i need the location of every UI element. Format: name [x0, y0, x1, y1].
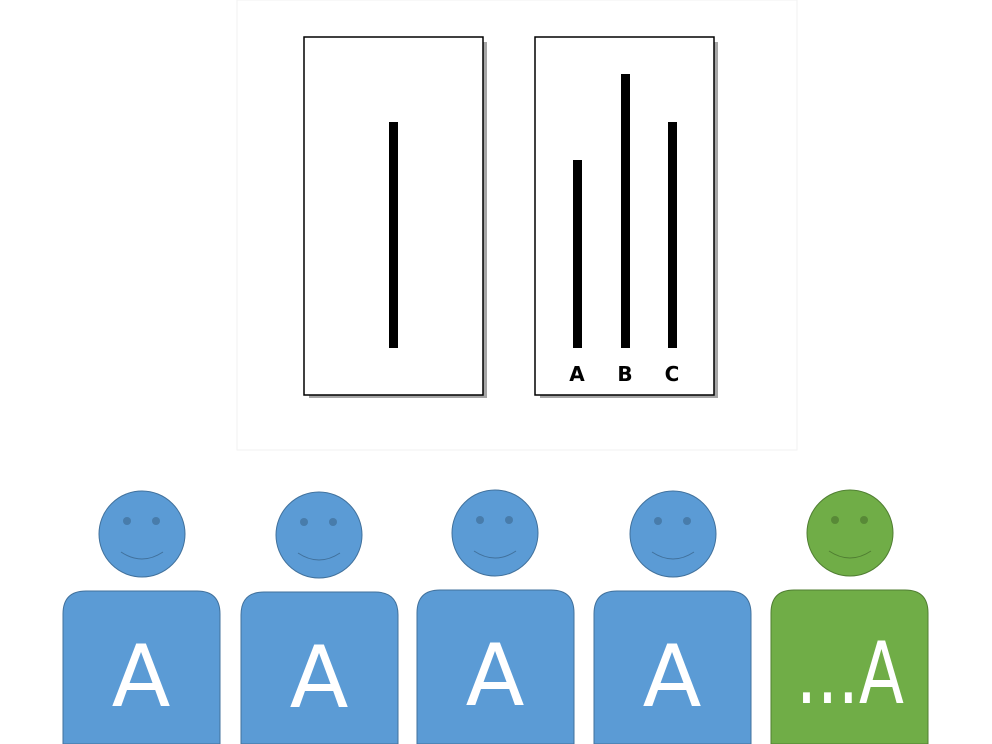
participant-4-body: [593, 590, 752, 744]
comparison-line-a: [573, 160, 582, 348]
comparison-card: A B C: [534, 36, 718, 398]
stimulus-frame: [236, 0, 798, 451]
participant-5-subject: ...A: [770, 489, 929, 744]
comparison-label-a: A: [569, 362, 585, 386]
participant-1: A: [62, 490, 221, 744]
participant-3: A: [416, 489, 575, 744]
participant-4-smiley-icon: [629, 490, 717, 578]
participant-5-body: [770, 589, 929, 744]
participant-3-body: [416, 589, 575, 744]
participant-1-answer: A: [112, 627, 171, 727]
reference-line: [389, 122, 398, 348]
comparison-line-b: [621, 74, 630, 348]
participant-5-answer: ...A: [796, 624, 904, 724]
participant-3-answer: A: [466, 626, 525, 726]
comparison-line-c: [668, 122, 677, 348]
participant-2-body: [240, 591, 399, 744]
participant-4-answer: A: [643, 627, 702, 727]
participant-4: A: [593, 490, 752, 744]
comparison-label-c: C: [665, 362, 680, 386]
comparison-label-b: B: [617, 362, 632, 386]
participant-2-smiley-icon: [275, 491, 363, 579]
participant-1-body: [62, 590, 221, 744]
participant-1-smiley-icon: [98, 490, 186, 578]
participant-2: A: [240, 491, 399, 744]
participant-2-answer: A: [290, 628, 349, 728]
participant-3-smiley-icon: [451, 489, 539, 577]
participant-5-smiley-icon: [806, 489, 894, 577]
reference-card: [303, 36, 487, 398]
